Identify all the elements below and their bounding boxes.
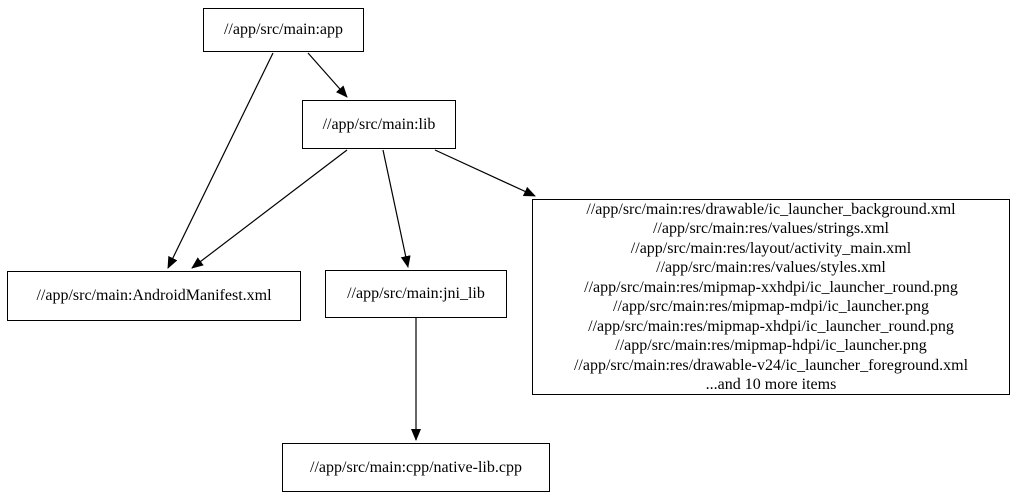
edge-lib-to-res-files	[434, 149, 536, 197]
res-file-line: //app/src/main:res/mipmap-xxhdpi/ic_laun…	[584, 278, 958, 296]
edge-app-to-lib	[307, 52, 348, 98]
node-jni-lib: //app/src/main:jni_lib	[325, 270, 507, 318]
node-lib: //app/src/main:lib	[302, 100, 456, 149]
res-file-line: //app/src/main:res/drawable-v24/ic_launc…	[573, 356, 969, 374]
node-native-lib-cpp: //app/src/main:cpp/native-lib.cpp	[282, 443, 550, 492]
node-app: //app/src/main:app	[203, 8, 364, 52]
edge-lib-to-jni-lib	[382, 149, 411, 268]
node-native-lib-cpp-label: //app/src/main:cpp/native-lib.cpp	[310, 458, 522, 476]
res-file-line: //app/src/main:res/mipmap-xhdpi/ic_launc…	[588, 317, 954, 335]
res-file-line: //app/src/main:res/mipmap-mdpi/ic_launch…	[613, 298, 929, 315]
node-android-manifest: //app/src/main:AndroidManifest.xml	[7, 271, 301, 321]
node-jni-lib-label: //app/src/main:jni_lib	[347, 285, 485, 303]
edge-app-to-manifest	[167, 52, 274, 269]
res-file-line: //app/src/main:res/layout/activity_main.…	[630, 239, 912, 257]
node-res-files: //app/src/main:res/drawable/ic_launcher_…	[532, 199, 1010, 395]
res-more-items-line: ...and 10 more items	[705, 376, 837, 393]
res-file-line: //app/src/main:res/drawable/ic_launcher_…	[586, 200, 956, 218]
res-file-line: //app/src/main:res/mipmap-hdpi/ic_launch…	[615, 337, 927, 354]
node-lib-label: //app/src/main:lib	[322, 115, 436, 133]
res-file-line: //app/src/main:res/values/styles.xml	[656, 259, 886, 276]
edge-lib-to-manifest	[191, 149, 348, 269]
node-app-label: //app/src/main:app	[223, 21, 344, 39]
node-android-manifest-label: //app/src/main:AndroidManifest.xml	[36, 287, 272, 305]
res-file-line: //app/src/main:res/values/strings.xml	[653, 220, 889, 237]
